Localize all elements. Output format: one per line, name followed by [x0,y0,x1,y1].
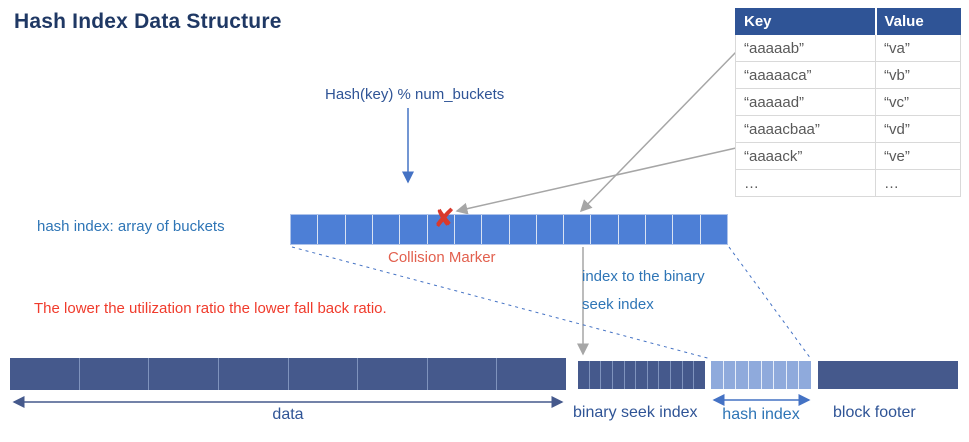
array-cell [318,215,346,244]
key-cell: “aaaack” [735,142,876,170]
binary-seek-index-label: binary seek index [573,404,698,421]
array-cell [358,358,428,390]
table-row: “aaaaaca” “vb” [735,61,961,89]
array-cell [590,361,602,389]
table-row: “aaaaad” “vc” [735,88,961,116]
array-cell [497,358,566,390]
hash-index-label: hash index [722,406,800,423]
array-cell [701,215,727,244]
key-column-header: Key [735,8,877,35]
table-row: “aaaacbaa” “vd” [735,115,961,143]
array-cell [455,215,483,244]
value-cell: “vc” [875,88,961,116]
array-cell [648,361,660,389]
key-cell: “aaaaab” [735,34,876,62]
hash-index-block [711,361,811,389]
page-title: Hash Index Data Structure [14,10,282,33]
value-cell: “ve” [875,142,961,170]
array-cell [149,358,219,390]
hash-bucket-array [290,214,728,245]
array-cell [774,361,787,389]
array-cell [291,215,319,244]
array-cell [724,361,737,389]
collision-x-marker: ✘ [433,203,455,233]
block-footer-label: block footer [833,404,916,421]
array-cell [619,215,647,244]
value-cell: … [875,169,961,197]
array-cell [671,361,683,389]
value-cell: “vd” [875,115,961,143]
array-cell [428,215,455,244]
dotted-map-right [728,246,812,360]
array-cell [613,361,625,389]
array-cell [428,358,498,390]
key-cell: “aaaaaca” [735,61,876,89]
binary-seek-index-block [578,361,705,389]
array-cell [373,215,401,244]
array-cell [762,361,775,389]
array-cell [694,361,705,389]
index-note-label: index to the binary seek index [582,268,705,313]
array-cell [736,361,749,389]
array-cell [289,358,359,390]
key-cell: “aaaacbaa” [735,115,876,143]
key-cell: … [735,169,876,197]
array-cell [591,215,619,244]
array-cell [564,215,592,244]
array-cell [711,361,724,389]
bucket-array-label: hash index: array of buckets [37,218,225,235]
table-to-bucket-line-2 [455,147,737,215]
array-cell [482,215,510,244]
table-row: “aaaaab” “va” [735,34,961,62]
array-cell [80,358,150,390]
array-cell [636,361,648,389]
array-cell [537,215,565,244]
value-cell: “vb” [875,61,961,89]
data-block [10,358,566,390]
array-cell [400,215,428,244]
array-cell [625,361,637,389]
collision-marker-label: Collision Marker [388,249,496,266]
array-cell [659,361,672,389]
array-cell [601,361,613,389]
array-cell [510,215,537,244]
array-cell [673,215,701,244]
key-value-table: Key Value “aaaaab” “va” “aaaaaca” “vb” “… [735,8,961,197]
array-cell [799,361,811,389]
array-cell [683,361,695,389]
utilization-note-label: The lower the utilization ratio the lowe… [34,300,387,317]
array-cell [346,215,373,244]
table-row: … … [735,169,961,197]
table-header-row: Key Value [735,8,961,35]
value-cell: “va” [875,34,961,62]
table-row: “aaaack” “ve” [735,142,961,170]
block-footer-block [818,361,958,389]
array-cell [787,361,800,389]
table-to-bucket-line-1 [579,51,737,213]
array-cell [646,215,674,244]
hash-formula-label: Hash(key) % num_buckets [325,86,505,103]
value-column-header: Value [875,8,961,35]
array-cell [10,358,80,390]
array-cell [578,361,590,389]
array-cell [749,361,762,389]
array-cell [219,358,289,390]
key-cell: “aaaaad” [735,88,876,116]
data-label: data [272,406,304,423]
